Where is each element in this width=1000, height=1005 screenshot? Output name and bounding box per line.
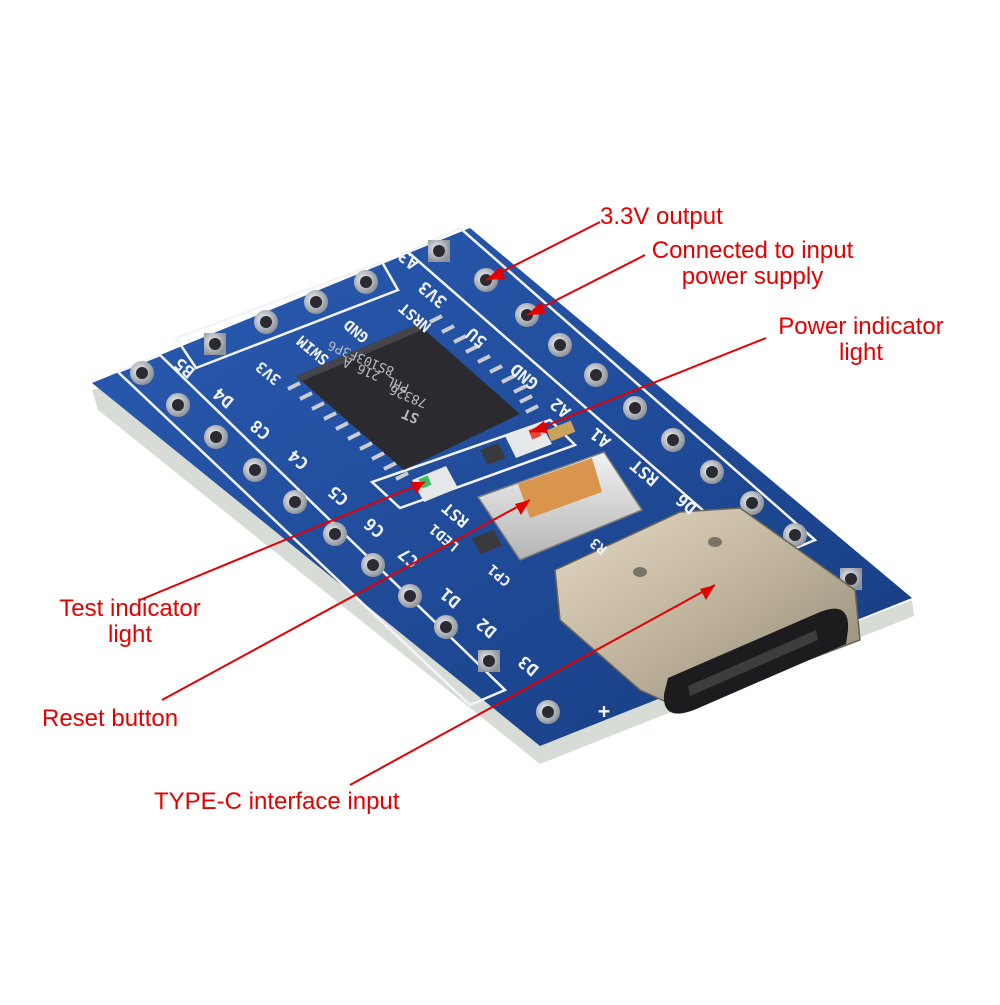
callout-lines bbox=[139, 221, 767, 786]
label-test-led-line1: Test indicator bbox=[59, 595, 201, 622]
arrow-reset-button bbox=[515, 500, 530, 515]
label-test-led: Test indicator light bbox=[50, 596, 210, 648]
arrow-test-led bbox=[411, 482, 425, 494]
microcontroller-chip: 8S103F3P6 PHL 216 A 78326 ST bbox=[287, 314, 539, 481]
leader-power-led bbox=[529, 337, 767, 433]
leader-3v3-output bbox=[485, 221, 601, 281]
swd-header-pins bbox=[204, 270, 378, 355]
usb-c-connector bbox=[554, 507, 861, 714]
label-power-led: Power indicator light bbox=[768, 314, 954, 366]
chip-brand-logo: ST bbox=[400, 405, 422, 426]
leader-test-led bbox=[139, 481, 426, 601]
label-input-supply: Connected to input power supply bbox=[640, 238, 865, 290]
right-header-pins bbox=[428, 240, 862, 590]
label-power-led-line2: light bbox=[838, 339, 884, 366]
leader-input-supply bbox=[526, 254, 646, 316]
label-input-supply-line1: Connected to input bbox=[651, 237, 854, 264]
test-led bbox=[412, 466, 458, 502]
polarity-plus-sign: + bbox=[598, 699, 610, 723]
label-3v3-output: 3.3V output bbox=[600, 203, 723, 230]
reset-button bbox=[476, 451, 644, 561]
label-reset-button: Reset button bbox=[42, 705, 179, 732]
callout-arrowheads bbox=[411, 267, 715, 600]
left-header-pins bbox=[130, 361, 560, 724]
label-input-supply-line2: power supply bbox=[681, 263, 824, 290]
label-typec-input: TYPE-C interface input bbox=[154, 788, 400, 815]
label-test-led-line2: light bbox=[107, 621, 153, 648]
arrow-power-led bbox=[530, 421, 548, 433]
arrow-input-supply bbox=[527, 302, 546, 315]
header-outlines bbox=[115, 226, 818, 707]
arrow-3v3-output bbox=[486, 267, 505, 280]
leader-reset-button bbox=[161, 499, 531, 701]
label-power-led-line1: Power indicator bbox=[778, 313, 944, 340]
leader-typec-input bbox=[349, 584, 716, 786]
arrow-typec-input bbox=[700, 585, 715, 600]
